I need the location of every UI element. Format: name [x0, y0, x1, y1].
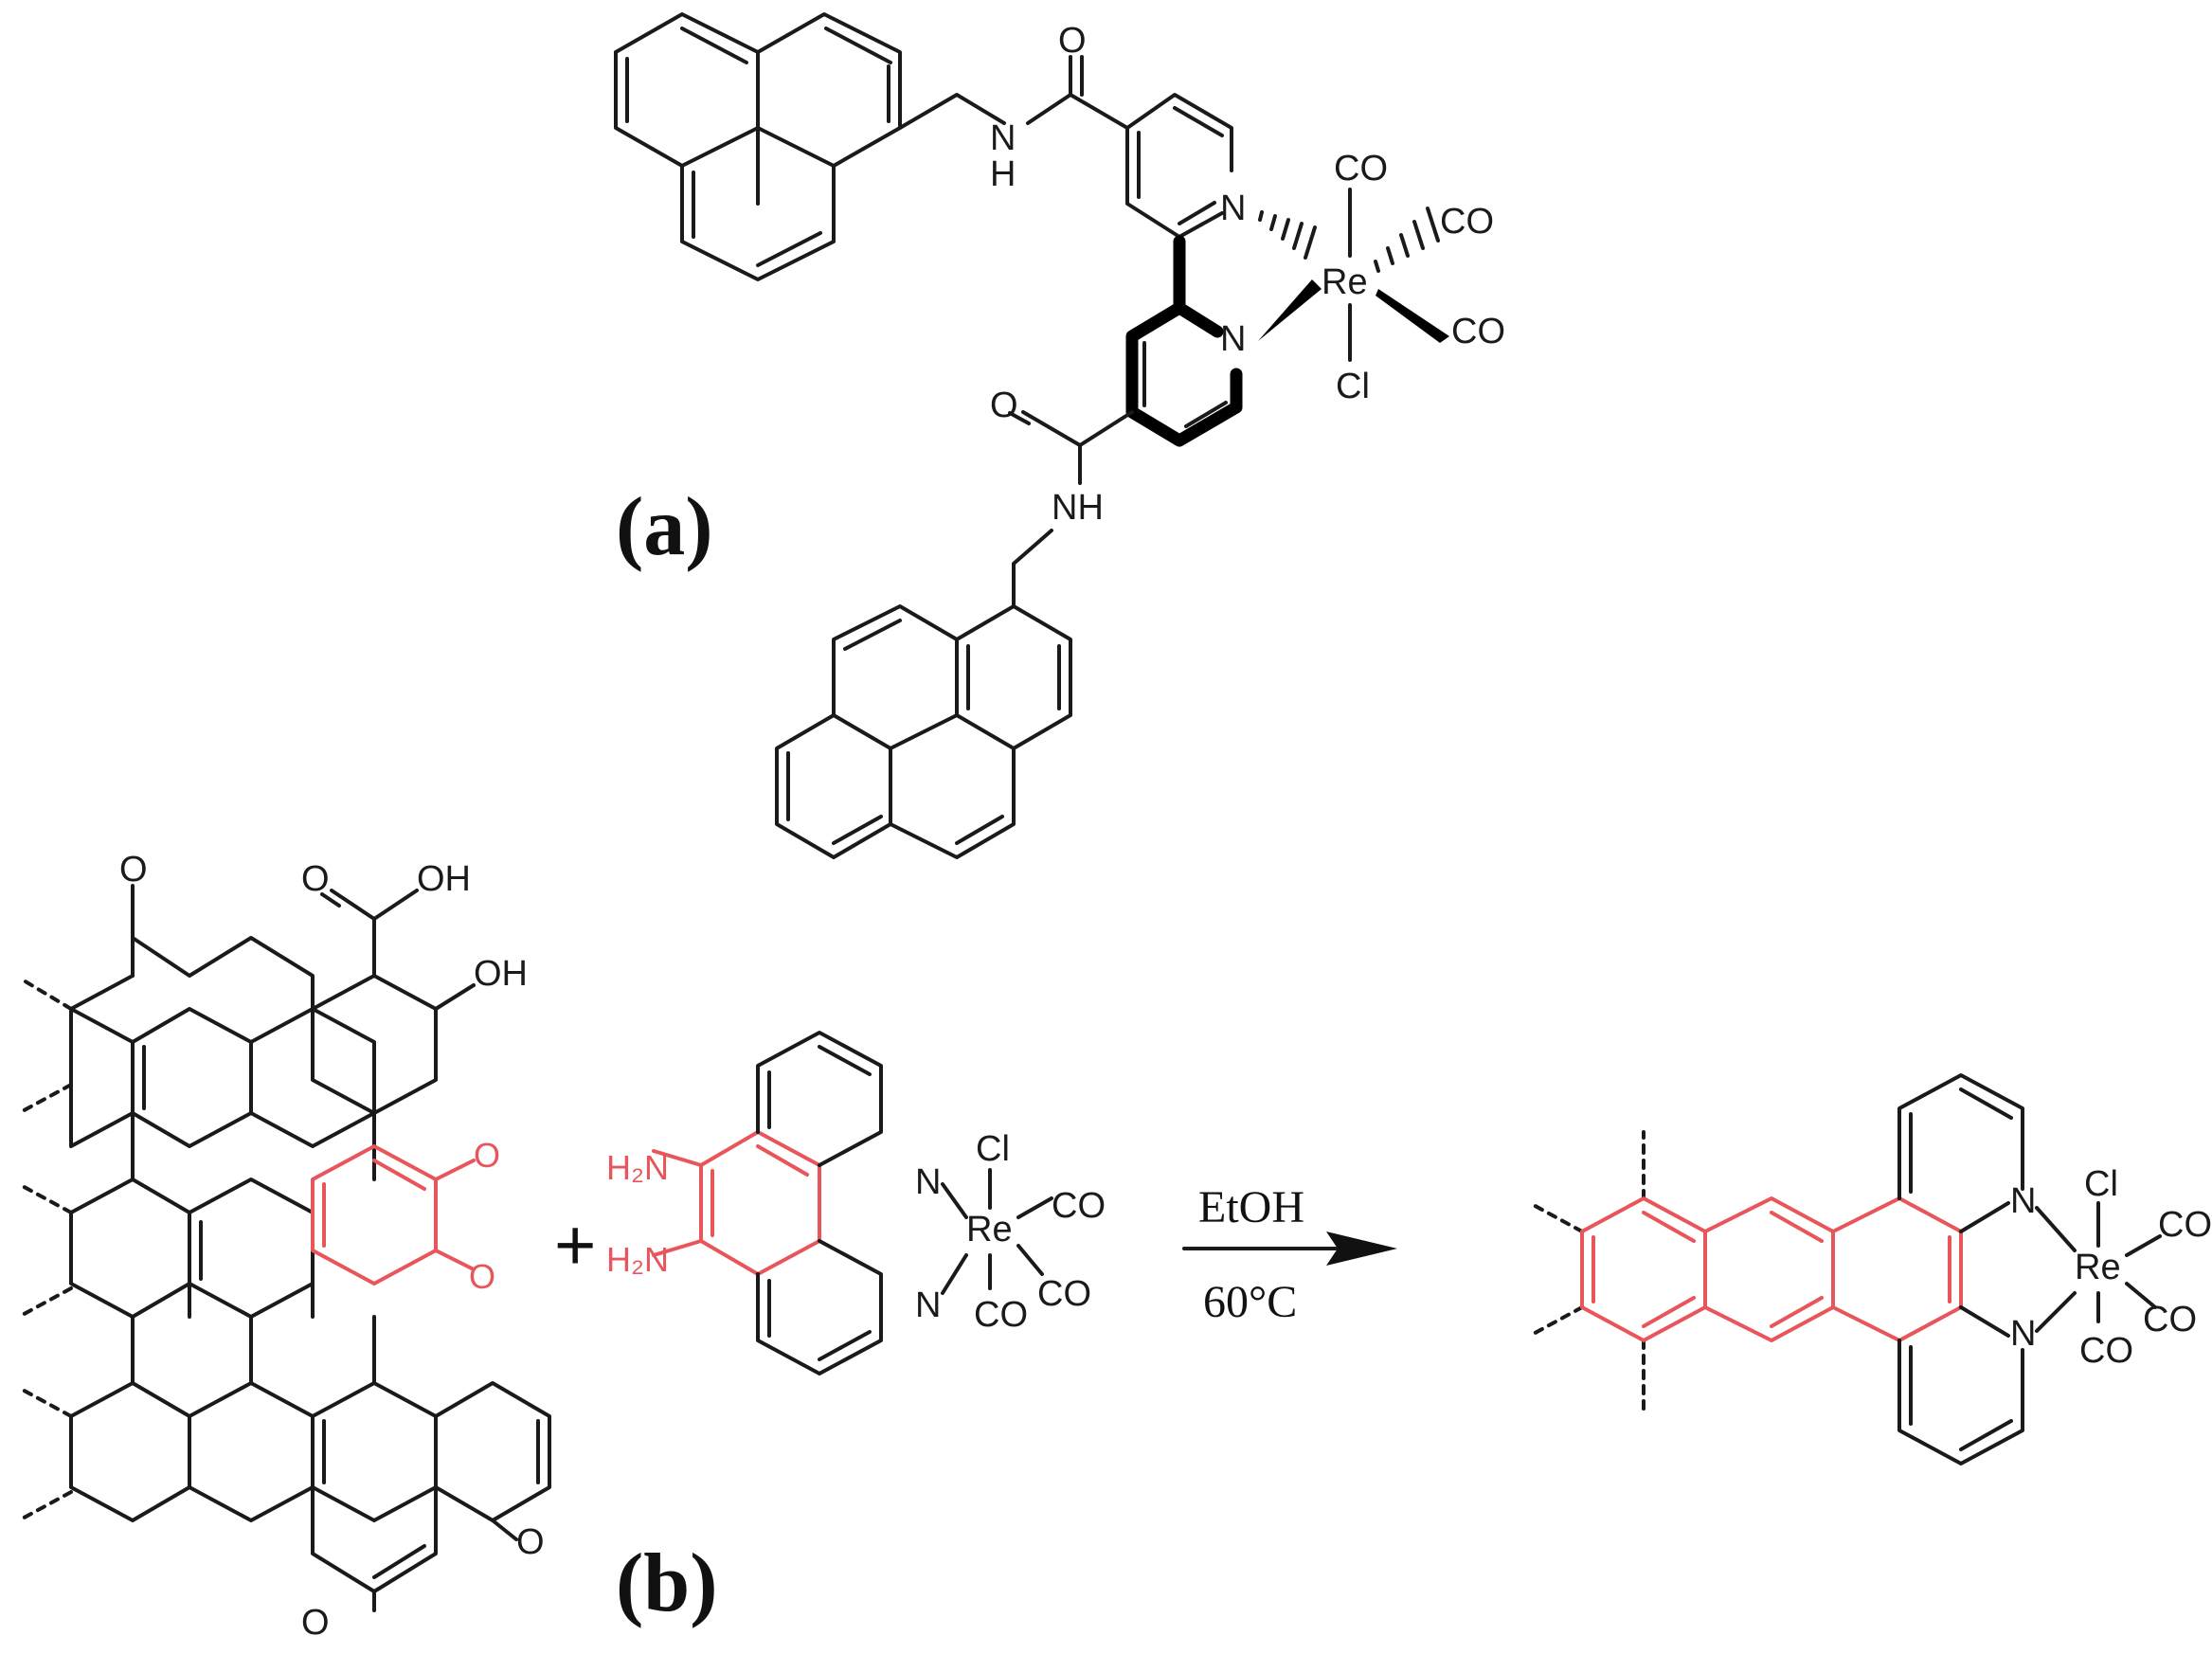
chloride-ligand-product: Cl [2084, 1164, 2118, 1204]
pyridine-n-lower: N [1220, 319, 1246, 359]
product-n-upper: N [2010, 1181, 2036, 1221]
chloride-ligand-a: Cl [1336, 367, 1370, 406]
chloride-ligand-b: Cl [976, 1129, 1010, 1169]
product-structure: N N Re Cl CO CO CO [1528, 1073, 2212, 1465]
panel-a-structure: N H O N N Re [614, 12, 1505, 859]
reagent-label: EtOH [1198, 1182, 1304, 1232]
carbonyl-o-go-1: O [119, 850, 148, 890]
temperature-label: 60°C [1203, 1277, 1297, 1327]
carbonyl-o-go-2: O [516, 1522, 545, 1562]
dione-o-2: O [469, 1257, 495, 1296]
bipyridine-lower-ring [1125, 301, 1243, 447]
product-edge-stubs [1528, 1130, 1646, 1413]
co-ligand-b2: CO [1037, 1274, 1091, 1314]
carboxyl-oh: OH [417, 859, 471, 899]
carbonyl-o-go-3: O [301, 1603, 330, 1643]
carbonyl-o-upper: O [1058, 21, 1087, 61]
carbonyl-o-lower: O [990, 386, 1018, 425]
panel-label-a: (a) [616, 481, 713, 573]
pyridine-n-upper: N [1220, 189, 1246, 228]
rhenium-atom-b: Re [966, 1210, 1013, 1249]
amide-h-upper: H [990, 154, 1016, 194]
go-quinone-red [311, 1144, 476, 1285]
co-ligand-b3: CO [974, 1295, 1028, 1335]
bipyridine-upper-ring [1125, 93, 1233, 239]
co-ligand-b1: CO [1052, 1186, 1106, 1226]
hashed-bond-upper [1258, 210, 1317, 260]
co-ligand-product-2: CO [2143, 1300, 2197, 1339]
product-n-lower: N [2010, 1314, 2036, 1354]
co-ligand-lower: CO [1451, 312, 1505, 351]
co-ligand-product-1: CO [2158, 1205, 2212, 1245]
panel-label-b: (b) [616, 1537, 718, 1629]
panel-b-graphene-oxide: O O OH OH O O O O (b) [17, 850, 718, 1643]
wedge-bond-lower [1258, 279, 1322, 341]
rhenium-atom-product: Re [2075, 1248, 2121, 1287]
dione-o-1: O [474, 1136, 500, 1175]
re-diamine-complex: H₂N H₂N N N Re Cl CO CO CO [606, 1031, 1106, 1375]
pyrene-lower [775, 604, 1072, 859]
amide-n-upper: N [990, 118, 1016, 158]
amine-lower: H₂N [606, 1240, 669, 1279]
co-ligand-top: CO [1334, 149, 1388, 189]
co-ligand-right: CO [1440, 202, 1494, 242]
product-pyrazine-red [1580, 1196, 1963, 1342]
hashed-bond-co-right [1374, 207, 1440, 273]
go-lattice [69, 936, 551, 1593]
amide-nh-lower: NH [1052, 488, 1104, 528]
edge-stubs-left [17, 979, 73, 1522]
plus-sign: + [554, 1205, 596, 1285]
hydroxyl-oh: OH [474, 954, 528, 994]
pyrene-upper [614, 12, 902, 281]
reaction-arrow: EtOH 60°C [1182, 1182, 1397, 1327]
amine-upper: H₂N [606, 1148, 669, 1187]
carboxyl-o: O [301, 859, 330, 899]
co-ligand-product-3: CO [2079, 1331, 2133, 1371]
phen-n-upper: N [915, 1162, 941, 1202]
phen-n-lower: N [915, 1285, 941, 1325]
wedge-bond-co-lower [1376, 289, 1449, 343]
rhenium-atom-a: Re [1322, 262, 1368, 302]
